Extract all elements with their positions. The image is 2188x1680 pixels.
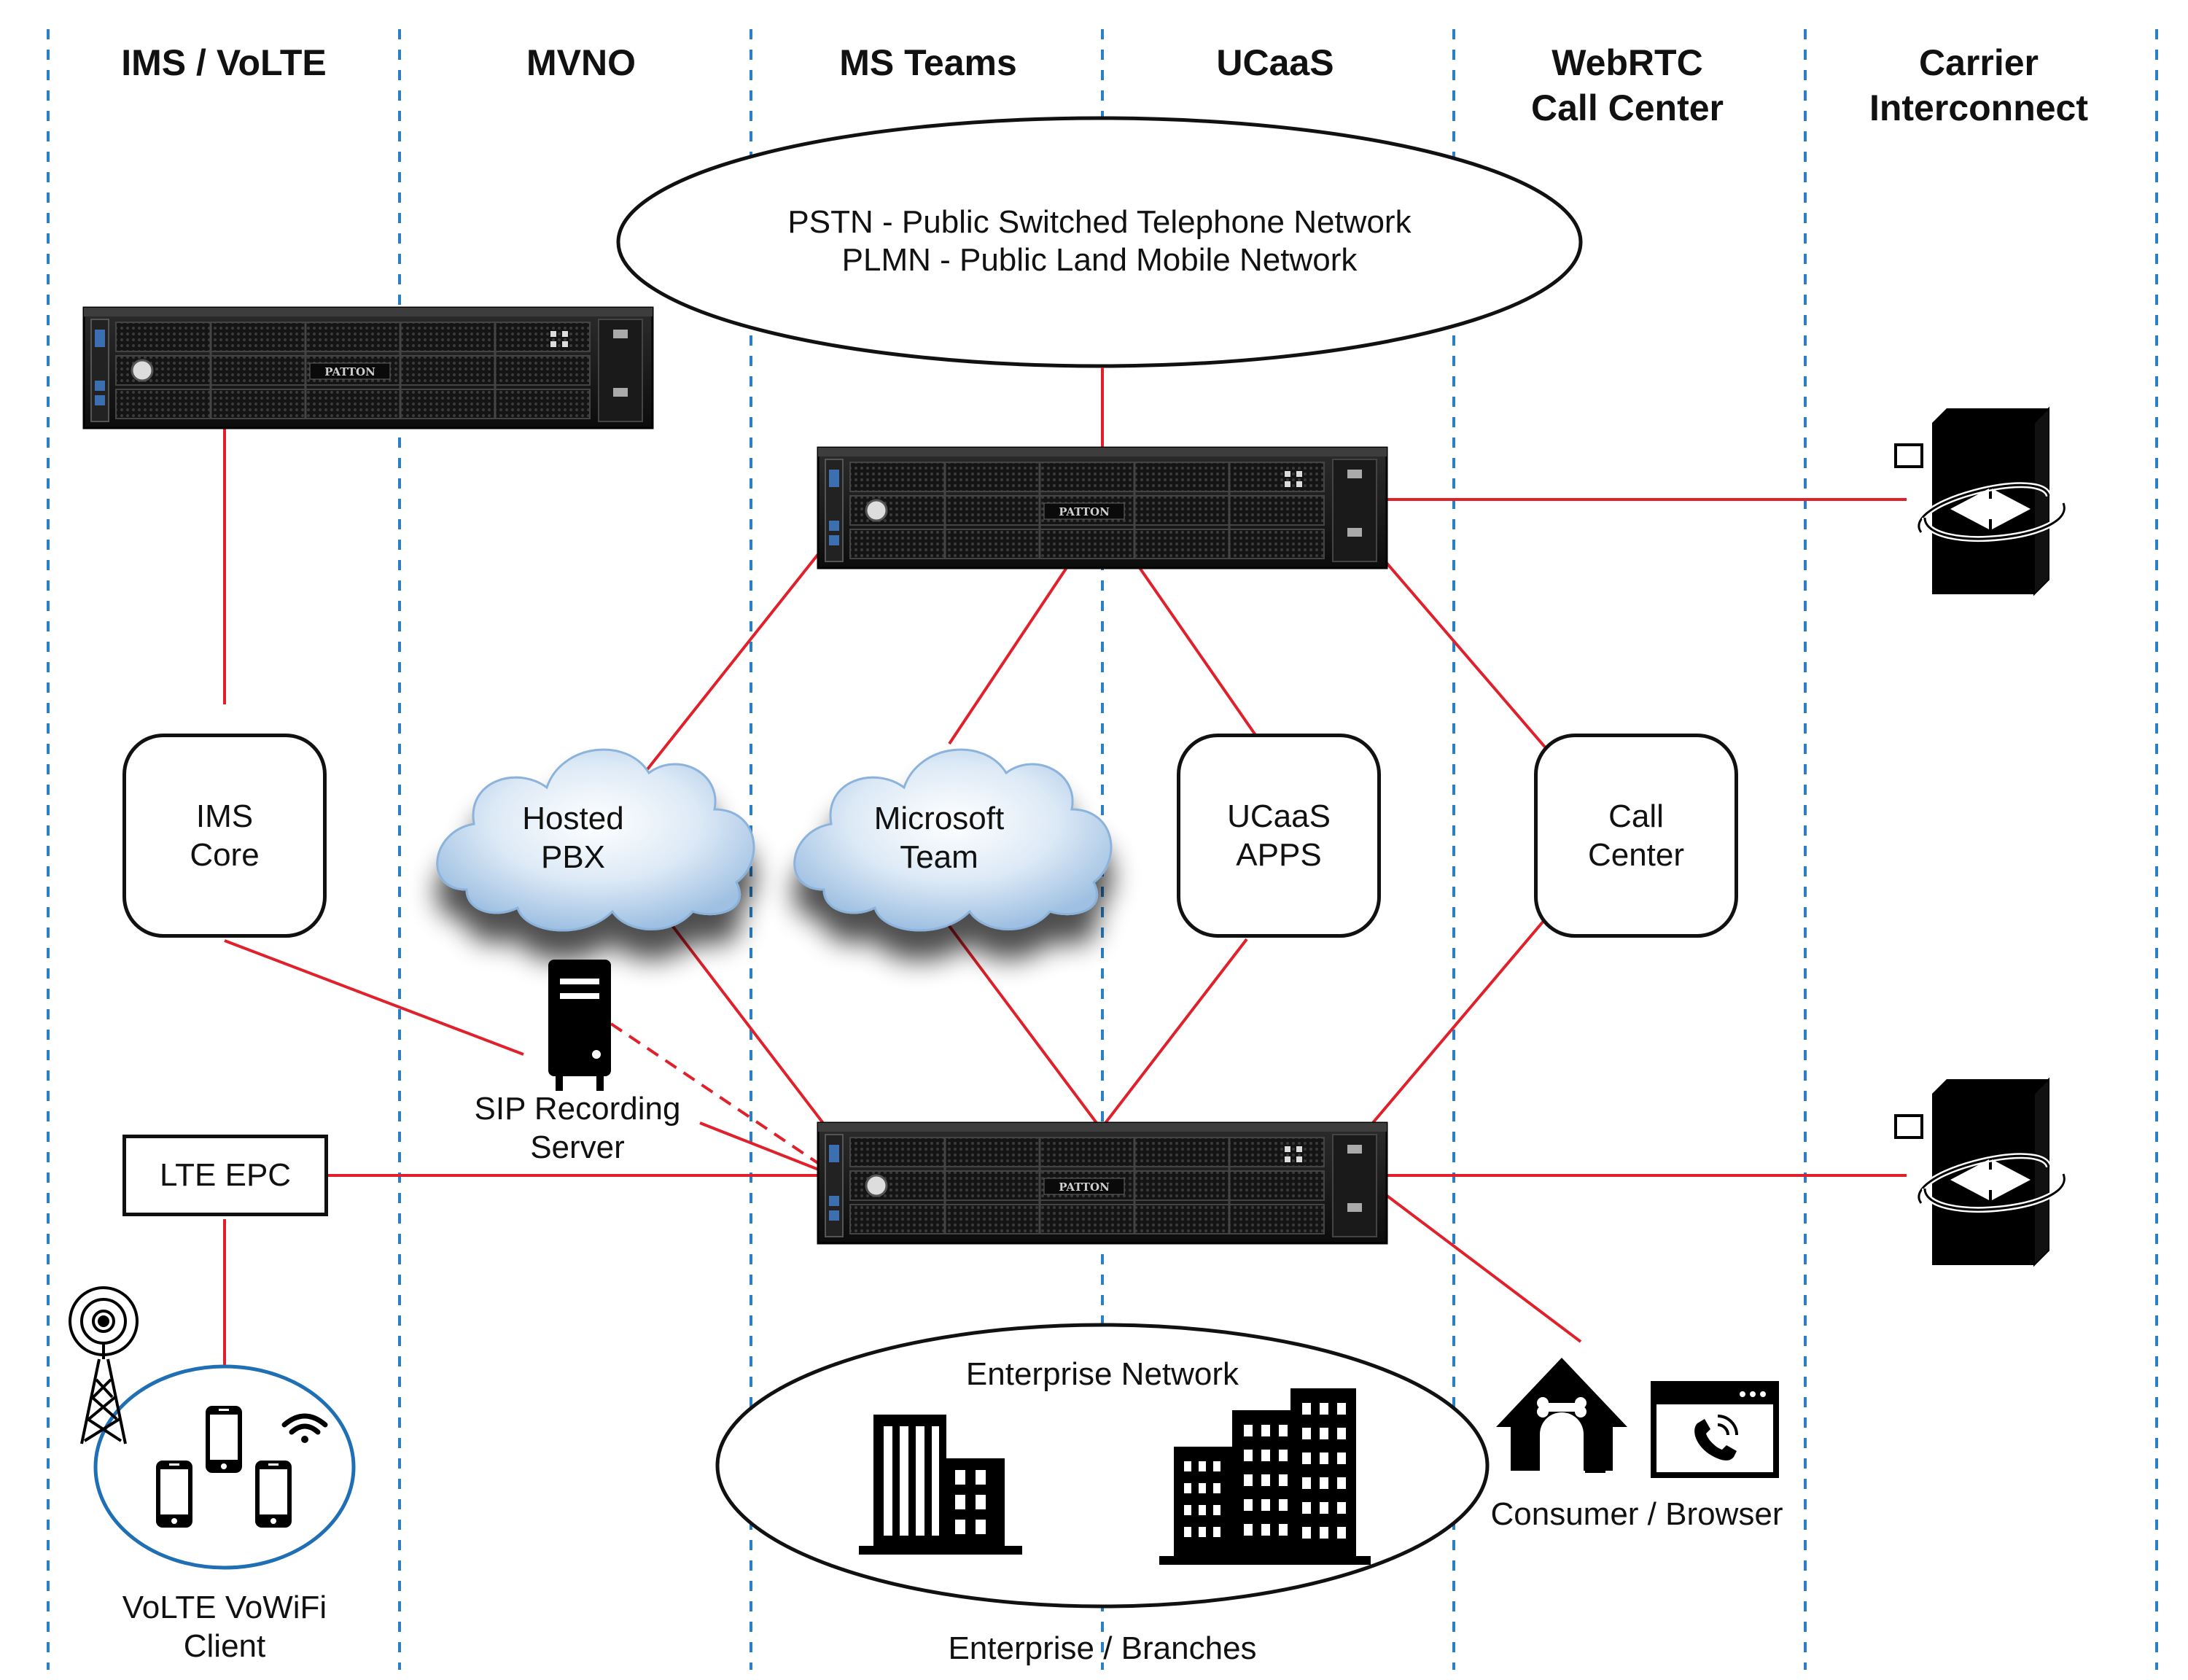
column-title-mvno: MVNO [526,42,636,83]
consumer-browser-label: Consumer / Browser [1490,1496,1783,1532]
tower-server-icon [548,960,611,1091]
browser-call-icon [1651,1381,1779,1478]
office-building-icon [1159,1388,1371,1565]
rack-server-core-bottom-brand-label: PATTON [1059,1181,1110,1194]
enterprise-branches-label: Enterprise / Branches [948,1630,1257,1666]
doghouse-icon [1496,1358,1627,1473]
hosted-pbx-label: Hosted PBX [522,801,624,875]
smartphone-icon [255,1461,292,1528]
cloud-microsoft-team [793,748,1113,932]
column-title-ms-teams: MS Teams [839,42,1017,83]
cloud-hosted-pbx [436,748,755,932]
volte-vowifi-client-label: VoLTE VoWiFi Client [122,1590,327,1664]
pstn-label: PSTN - Public Switched Telephone Network [787,204,1412,240]
lte-epc-box: LTE EPC [122,1135,328,1216]
pstn-plmn-ellipse [616,116,1583,368]
column-title-carrier: Carrier Interconnect [1869,42,2089,128]
enterprise-network-label: Enterprise Network [965,1356,1239,1392]
office-building-icon [859,1415,1022,1555]
column-title-ucaas: UCaaS [1216,42,1334,83]
ims-core-box: IMS Core [122,734,327,938]
wifi-icon [281,1413,328,1443]
column-title-webrtc: WebRTC Call Center [1531,42,1724,128]
rack-server-ims-brand-label: PATTON [324,365,375,378]
call-center-box: Call Center [1534,734,1738,938]
sip-recording-server-label: SIP Recording Server [474,1091,681,1165]
carrier-gateway-icon-bottom [1896,1079,2064,1265]
ucaas-apps-box: UCaaS APPS [1177,734,1381,938]
microsoft-team-label: Microsoft Team [873,801,1005,875]
cell-tower-icon [69,1286,139,1444]
column-title-ims-volte: IMS / VoLTE [121,42,327,83]
smartphone-icon [206,1406,242,1473]
smartphone-icon [156,1461,192,1528]
rack-server-core-top-brand-label: PATTON [1059,505,1110,518]
carrier-gateway-icon-top [1896,408,2064,594]
plmn-label: PLMN - Public Land Mobile Network [841,242,1358,278]
